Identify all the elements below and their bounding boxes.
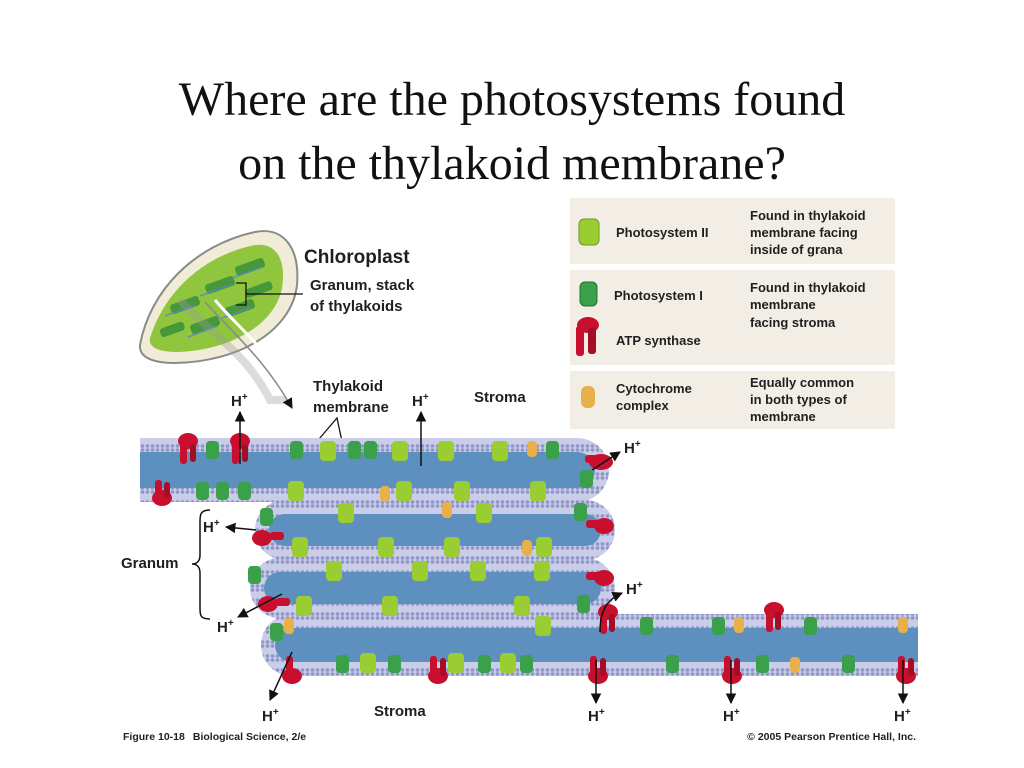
- legend-ps1-desc-3: facing stroma: [750, 315, 836, 330]
- thylakoid-membranes: [140, 438, 918, 676]
- legend-ps1-desc-1: Found in thylakoid: [750, 280, 866, 295]
- legend-cytochrome-icon: [581, 386, 595, 408]
- legend-cyt-label-2: complex: [616, 398, 670, 413]
- legend-ps2-label: Photosystem II: [616, 225, 708, 240]
- slide-title-line-1: Where are the photosystems found: [178, 73, 846, 126]
- chloroplast-label: Chloroplast: [304, 247, 410, 268]
- chloroplast-illustration: [138, 230, 299, 409]
- photosystem-i-complexes: [196, 441, 855, 673]
- legend-cyt-desc-2: in both types of: [750, 392, 847, 407]
- legend-box-ps1-atp: [570, 270, 895, 365]
- legend-cyt-label-1: Cytochrome: [616, 381, 692, 396]
- slide-title-line-2: on the thylakoid membrane?: [238, 137, 786, 190]
- legend-cyt-desc-3: membrane: [750, 409, 816, 424]
- proton-label: H+: [626, 580, 643, 598]
- proton-label: H+: [894, 707, 911, 725]
- proton-label: H+: [624, 439, 641, 457]
- proton-label: H+: [231, 392, 248, 410]
- legend-ps2-icon: [578, 218, 600, 246]
- proton-flow-arrows: [224, 410, 909, 705]
- legend-atp-label: ATP synthase: [616, 333, 701, 348]
- legend: Photosystem II Found in thylakoid membra…: [570, 198, 895, 429]
- proton-label: H+: [723, 707, 740, 725]
- stroma-label-bottom: Stroma: [374, 703, 426, 720]
- legend-ps2-desc-1: Found in thylakoid: [750, 208, 866, 223]
- stroma-label-top: Stroma: [474, 389, 526, 406]
- granum-label: Granum: [121, 555, 179, 572]
- granum-stack-label-2: of thylakoids: [310, 298, 403, 315]
- proton-label: H+: [217, 618, 234, 636]
- proton-labels: H+ H+ H+ H+ H+ H+ H+ H+ H+ H+: [203, 392, 911, 725]
- legend-cyt-desc-1: Equally common: [750, 375, 854, 390]
- thylakoid-membrane-label-2: membrane: [313, 399, 389, 416]
- photosystem-ii-complexes: [288, 441, 552, 673]
- thylakoid-membrane-label-1: Thylakoid: [313, 378, 383, 395]
- proton-label: H+: [412, 392, 429, 410]
- granum-stack-pointer: [236, 282, 303, 306]
- proton-label: H+: [203, 518, 220, 536]
- cytochrome-complexes: [284, 441, 908, 673]
- proton-label: H+: [588, 707, 605, 725]
- granum-bracket: [191, 509, 211, 620]
- legend-ps1-icon: [579, 281, 598, 307]
- slide-title: Where are the photosystems found on the …: [0, 68, 1024, 196]
- copyright-notice: © 2005 Pearson Prentice Hall, Inc.: [747, 731, 916, 743]
- granum-stack-label-1: Granum, stack: [310, 277, 415, 294]
- legend-box-ps2: [570, 198, 895, 264]
- legend-atp-synthase-icon: [576, 317, 599, 356]
- proton-label: H+: [262, 707, 279, 725]
- legend-ps1-desc-2: membrane: [750, 297, 816, 312]
- legend-ps2-desc-3: inside of grana: [750, 242, 843, 257]
- legend-box-cytochrome: [570, 371, 895, 429]
- legend-ps2-desc-2: membrane facing: [750, 225, 858, 240]
- atp-synthase-complexes: [152, 433, 916, 684]
- legend-ps1-label: Photosystem I: [614, 288, 703, 303]
